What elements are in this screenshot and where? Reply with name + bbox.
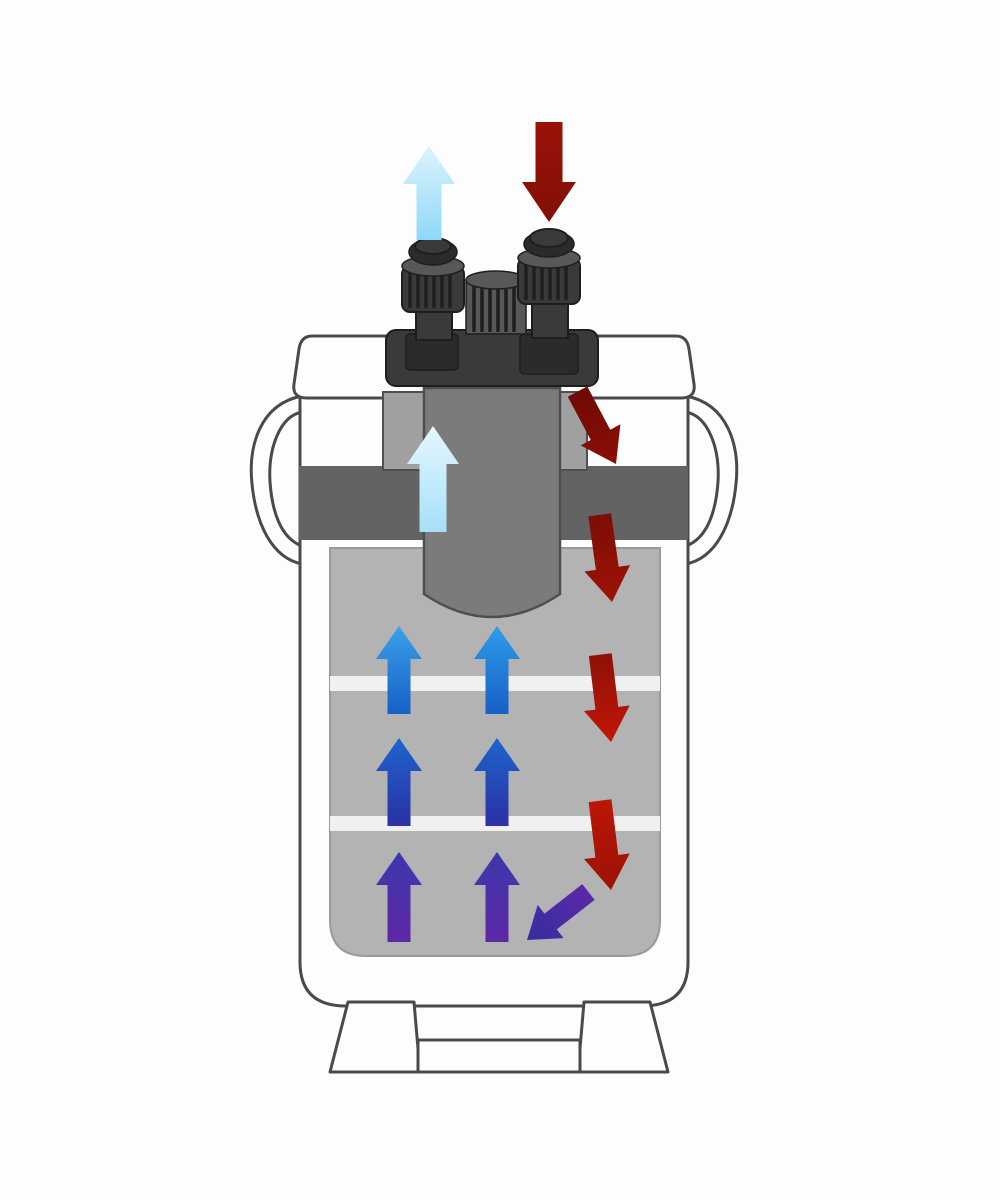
clean-flow-top-left	[376, 626, 422, 714]
right-foot	[576, 1000, 670, 1074]
inlet-connector	[517, 228, 581, 375]
intake-flow-arrow-4	[584, 799, 630, 890]
inlet-arrow-top	[522, 122, 576, 222]
base-crossbar	[416, 1038, 582, 1074]
inlet-nut-ribs	[524, 262, 568, 300]
left-handle	[249, 394, 304, 566]
intake-flow-arrow-2	[584, 513, 631, 602]
intake-flow-arrow-3	[584, 653, 630, 742]
pump-head	[385, 228, 599, 387]
right-handle	[684, 394, 739, 566]
outlet-arrow-inner	[407, 426, 459, 532]
outlet-cap-top	[414, 237, 452, 255]
base-stand	[328, 1000, 670, 1074]
intake-assembly	[382, 386, 588, 619]
intake-flow-arrow-1	[567, 386, 621, 464]
clean-flow-mid-right	[474, 738, 520, 826]
clean-flow-mid-left	[376, 738, 422, 826]
clean-flow-bottom-right	[474, 852, 520, 942]
flow-arrows	[376, 122, 631, 942]
inlet-cap-top	[529, 228, 569, 248]
inlet-flange	[519, 333, 579, 375]
outlet-nut-ribs	[408, 270, 452, 308]
left-foot	[328, 1000, 422, 1074]
outlet-arrow-top	[403, 146, 455, 240]
clean-flow-bottom-left	[376, 852, 422, 942]
clean-flow-top-right	[474, 626, 520, 714]
intake-tube	[422, 386, 562, 619]
outlet-connector	[401, 237, 465, 371]
center-coupler-ribs	[472, 284, 516, 332]
clean-flow-turn-arrow	[527, 884, 595, 940]
